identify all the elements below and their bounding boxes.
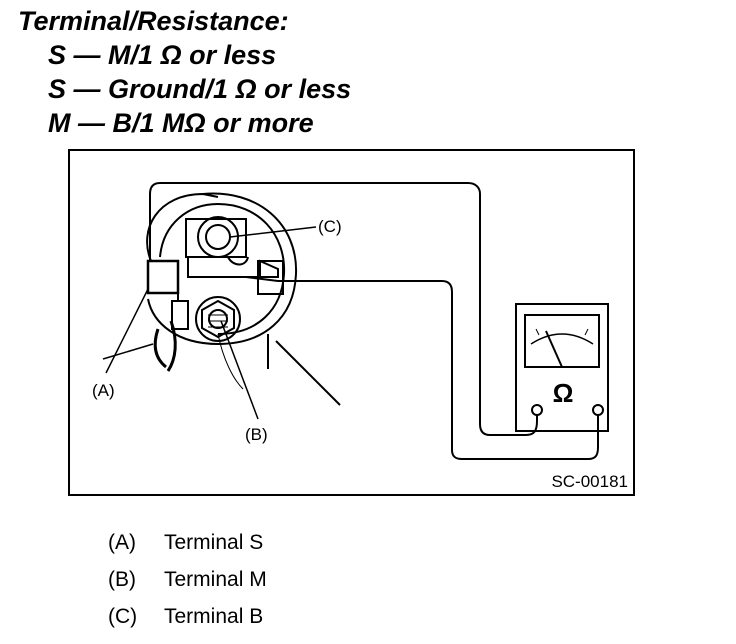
- ohmmeter: [515, 303, 609, 432]
- callout-c-label: (C): [318, 217, 342, 236]
- legend-text: Terminal S: [164, 531, 264, 554]
- heading-title: Terminal/Resistance:: [18, 6, 289, 36]
- spec-line-s-m: S — M/1 Ω or less: [48, 40, 277, 70]
- legend-row-c: (C) Terminal B: [108, 598, 267, 635]
- starter-resistance-diagram: Ω (C) (A) (B) SC-00181: [68, 149, 635, 496]
- callout-a-label: (A): [92, 381, 115, 400]
- terminal-m-nut: [195, 296, 241, 342]
- figure-id: SC-00181: [551, 472, 628, 491]
- callout-b-label: (B): [245, 425, 268, 444]
- legend-key: (A): [108, 531, 136, 554]
- figure-frame: [68, 149, 635, 496]
- test-leads: [149, 182, 599, 460]
- legend-text: Terminal B: [164, 605, 264, 628]
- legend-text: Terminal M: [164, 568, 267, 591]
- legend-key: (B): [108, 568, 136, 591]
- legend-row-a: (A) Terminal S: [108, 524, 267, 561]
- legend-row-b: (B) Terminal M: [108, 561, 267, 598]
- spec-line-s-ground: S — Ground/1 Ω or less: [48, 74, 352, 104]
- callout-leaders: [105, 226, 317, 420]
- ohm-symbol: Ω: [553, 378, 574, 408]
- resistance-spec-heading: Terminal/Resistance: S — M/1 Ω or less S…: [18, 4, 351, 140]
- spec-line-m-b: M — B/1 MΩ or more: [48, 108, 314, 138]
- legend-key: (C): [108, 605, 138, 628]
- legend: (A) Terminal S (B) Terminal M (C) Terminal …: [108, 524, 267, 635]
